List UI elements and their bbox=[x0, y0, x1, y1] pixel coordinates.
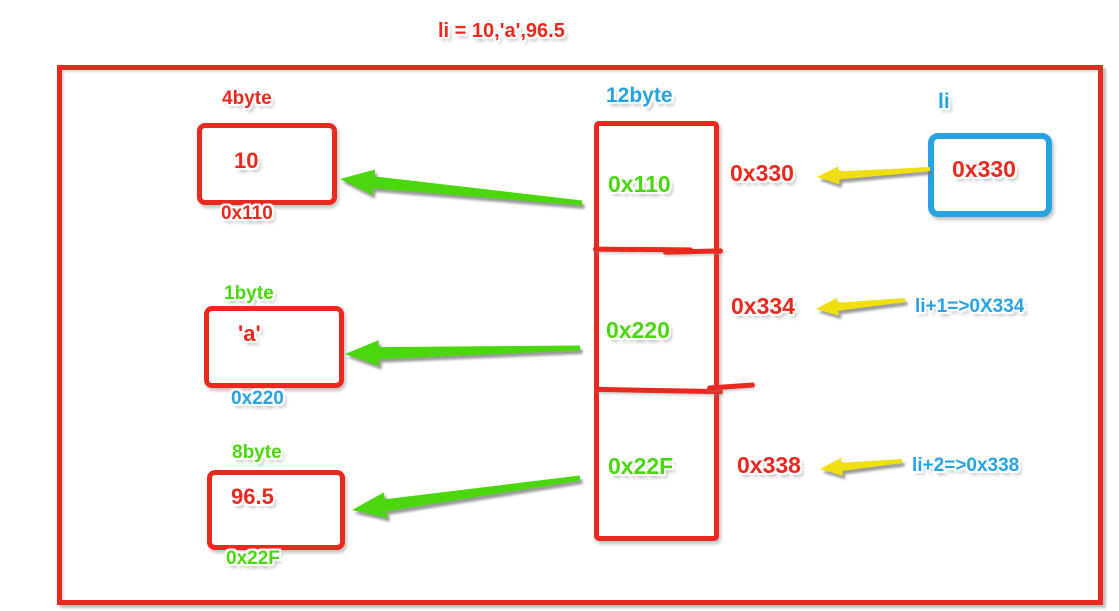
value-float: 96.5 bbox=[231, 484, 274, 509]
value-char: 'a' bbox=[238, 321, 261, 346]
block-cell-0: 0x110 bbox=[608, 171, 671, 197]
block-cell-1: 0x220 bbox=[606, 317, 670, 343]
pointer-address-0: 0x330 bbox=[730, 160, 794, 186]
li-variable-value: 0x330 bbox=[952, 156, 1016, 182]
value-box-int bbox=[197, 123, 337, 205]
pointer-address-1: 0x334 bbox=[731, 293, 795, 319]
pointer-block-box bbox=[594, 121, 719, 541]
address-label-char: 0x220 bbox=[231, 388, 284, 409]
address-label-int: 0x110 bbox=[221, 203, 273, 224]
address-label-float: 0x22F bbox=[226, 548, 280, 569]
value-box-char bbox=[204, 306, 344, 388]
size-label-int: 4byte bbox=[222, 88, 272, 109]
value-box-float bbox=[207, 470, 345, 550]
block-cell-2: 0x22F bbox=[608, 453, 674, 479]
li-variable-box bbox=[928, 133, 1052, 217]
pointer-address-2: 0x338 bbox=[737, 452, 801, 478]
size-label-float: 8byte bbox=[232, 442, 282, 463]
pointer-note-2: li+2=>0x338 bbox=[912, 455, 1020, 476]
li-variable-label: li bbox=[938, 90, 950, 113]
value-int: 10 bbox=[234, 148, 259, 173]
pointer-note-1: li+1=>0X334 bbox=[915, 296, 1025, 317]
size-label-char: 1byte bbox=[224, 283, 274, 304]
block-size-label: 12byte bbox=[606, 84, 673, 107]
list-literal-title: li = 10,'a',96.5 bbox=[438, 20, 565, 42]
